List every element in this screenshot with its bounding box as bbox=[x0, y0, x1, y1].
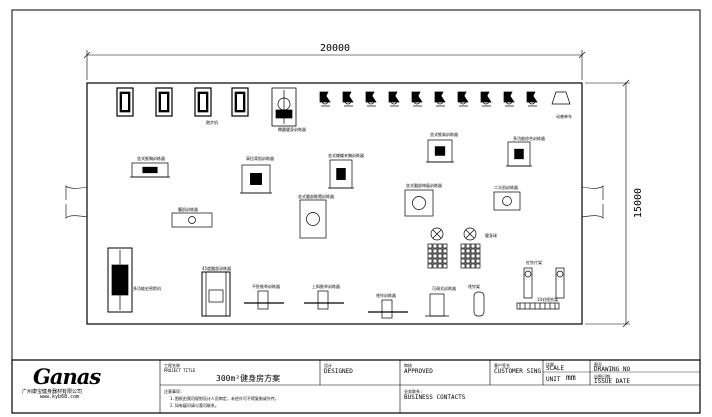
equipment-label: 坐式腿部推蹬训练器 bbox=[298, 193, 334, 199]
spin-bike-symbol bbox=[503, 91, 515, 107]
strength-machine-symbol bbox=[240, 164, 272, 194]
spin-bike-symbol bbox=[480, 91, 492, 107]
treadmill-symbol bbox=[116, 87, 134, 117]
note-line-1: 1.图纸由我司规划设计人员审定，未经许可不得复制或外传。 bbox=[170, 396, 279, 401]
strength-machine-symbol bbox=[506, 141, 532, 167]
scale-label-en: SCALE bbox=[546, 365, 565, 372]
spin-bike-symbol bbox=[411, 91, 423, 107]
equipment-label: 哑铃训练器 bbox=[376, 292, 396, 298]
width-dimension-text: 20000 bbox=[320, 43, 350, 54]
equipment-label: 哑铃架 bbox=[468, 283, 480, 289]
bench-symbol bbox=[244, 290, 284, 310]
spin-bike-symbol bbox=[319, 91, 331, 107]
approve-label-cn: 审核 bbox=[404, 363, 412, 368]
note-line-2: 2.如有疑问请与我司联系。 bbox=[170, 403, 219, 408]
equipment-label: 多功能综合训练器 bbox=[513, 135, 545, 141]
equipment-label: 45度腿部训练器 bbox=[202, 265, 231, 271]
width-dimension bbox=[83, 50, 586, 80]
contact-label-en: BUSINESS CONTACTS bbox=[404, 394, 466, 401]
equipment-label: 动感单车 bbox=[556, 113, 572, 119]
bench-press-symbol bbox=[551, 91, 571, 105]
treadmill-symbol bbox=[194, 87, 212, 117]
equipment-label: 坐式推肩训练器 bbox=[430, 131, 458, 137]
strength-machine-symbol bbox=[299, 199, 327, 239]
equipment-label: 杠铃片架 bbox=[526, 259, 542, 265]
issue-label-en: ISSUE DATE bbox=[594, 378, 631, 385]
contact-label-cn: 业务联系: bbox=[404, 389, 423, 394]
equipment-label: 腹肌训练器 bbox=[178, 206, 198, 212]
project-title-value: 300m²健身房方案 bbox=[216, 374, 281, 383]
strength-machine-symbol bbox=[328, 159, 354, 189]
treadmill-symbol bbox=[155, 87, 173, 117]
project-label-en: PROJECT TITLE bbox=[164, 368, 196, 373]
scale-label-cn: 比例 bbox=[546, 362, 554, 367]
spin-bike-symbol bbox=[365, 91, 377, 107]
strength-machine-symbol bbox=[493, 191, 521, 211]
door-right bbox=[581, 185, 604, 219]
title-block bbox=[11, 359, 701, 414]
multi-station-symbol bbox=[107, 247, 133, 313]
customer-label-en: CUSTOMER SING bbox=[494, 368, 541, 375]
plate-rack-symbol bbox=[555, 267, 565, 299]
equipment-label: 10对哑铃架 bbox=[537, 296, 558, 302]
equipment-label: 椭圆健身训练器 bbox=[278, 126, 306, 132]
notes-label: 注意事项: bbox=[164, 389, 183, 394]
equipment-label: 多功能史密斯机 bbox=[133, 285, 161, 291]
company-url: www.kyb68.com bbox=[40, 394, 80, 400]
plate-rack-symbol bbox=[523, 267, 533, 299]
drawing-label-en: DRAWING NO bbox=[594, 366, 631, 373]
spin-bike-symbol bbox=[457, 91, 469, 107]
bench-symbol bbox=[304, 290, 344, 310]
equipment-label: 上斜推举训练器 bbox=[312, 283, 340, 289]
equipment-label: 可调式训练器 bbox=[432, 285, 456, 291]
spin-bike-symbol bbox=[342, 91, 354, 107]
spin-bike-symbol bbox=[434, 91, 446, 107]
bench-symbol bbox=[368, 299, 408, 319]
equipment-label: 跑步机 bbox=[206, 119, 218, 125]
equipment-label: 高拉背肌训练器 bbox=[246, 155, 274, 161]
customer-label-cn: 客户签名 bbox=[494, 363, 510, 368]
drawing-frame bbox=[11, 9, 701, 414]
equipment-label: 坐式推胸训练器 bbox=[137, 155, 165, 161]
equipment-label: 二头肌训练器 bbox=[494, 184, 518, 190]
strength-machine-symbol bbox=[130, 162, 170, 178]
treadmill-symbol bbox=[231, 87, 249, 117]
unit-value: mm bbox=[566, 373, 576, 382]
project-label-cn: 工程名称 bbox=[164, 363, 180, 368]
equipment-label: 健身球 bbox=[485, 232, 497, 238]
smith-machine-symbol bbox=[201, 271, 231, 317]
issue-label-cn: 出图日期 bbox=[594, 374, 610, 379]
design-label-cn: 设计 bbox=[324, 363, 332, 368]
company-name-cn: 广州康宝健身器材有限公司 bbox=[22, 389, 83, 395]
dumbbell-station-symbol bbox=[425, 293, 449, 317]
ganas-logo: Ganas bbox=[33, 364, 101, 389]
spin-bike-symbol bbox=[388, 91, 400, 107]
strength-machine-symbol bbox=[426, 139, 454, 163]
equipment-label: 坐式腿部伸展训练器 bbox=[406, 182, 442, 188]
fitness-ball-symbol bbox=[427, 227, 481, 269]
spin-bike-symbol bbox=[526, 91, 538, 107]
door-left bbox=[65, 185, 88, 219]
approve-label-en: APPROVED bbox=[404, 368, 433, 375]
elliptical-symbol bbox=[271, 87, 297, 127]
height-dimension bbox=[585, 79, 630, 328]
equipment-label: 平卧推举训练器 bbox=[252, 283, 280, 289]
strength-machine-symbol bbox=[404, 189, 434, 217]
equipment-label: 坐式蝴蝶夹胸训练器 bbox=[328, 152, 364, 158]
unit-label-en: UNIT bbox=[546, 376, 561, 383]
height-dimension-text: 15000 bbox=[633, 188, 644, 218]
dumbbell-rack-symbol bbox=[516, 302, 560, 310]
flat-bench-symbol bbox=[473, 291, 485, 317]
drawing-label-cn: 图号 bbox=[594, 362, 602, 367]
strength-machine-symbol bbox=[171, 212, 213, 228]
design-label-en: DESIGNED bbox=[324, 368, 353, 375]
